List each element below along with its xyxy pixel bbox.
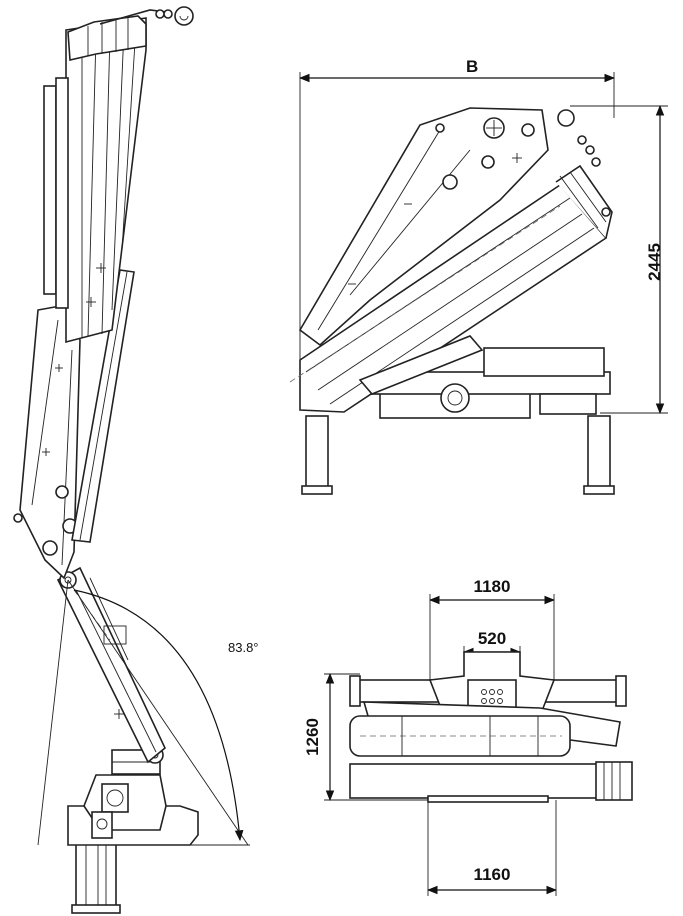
lower-boom — [56, 566, 166, 764]
top-view — [324, 594, 633, 896]
upper-telescopic-boom — [43, 15, 147, 344]
angle-label: 83.8° — [228, 640, 259, 655]
dimension-2445-label: 2445 — [645, 243, 664, 281]
angle-indicator — [37, 579, 250, 846]
dimension-520-label: 520 — [478, 629, 506, 648]
knuckle-link — [13, 304, 81, 580]
folded-crane-view — [289, 72, 668, 495]
dimension-1260-label: 1260 — [303, 718, 322, 756]
dimension-1180-label: 1180 — [474, 577, 511, 596]
extended-crane-view — [13, 6, 250, 914]
dimension-1160-label: 1160 — [474, 865, 511, 884]
dimension-b-label: B — [466, 57, 478, 76]
hook — [99, 6, 194, 26]
crane-base — [67, 746, 199, 914]
